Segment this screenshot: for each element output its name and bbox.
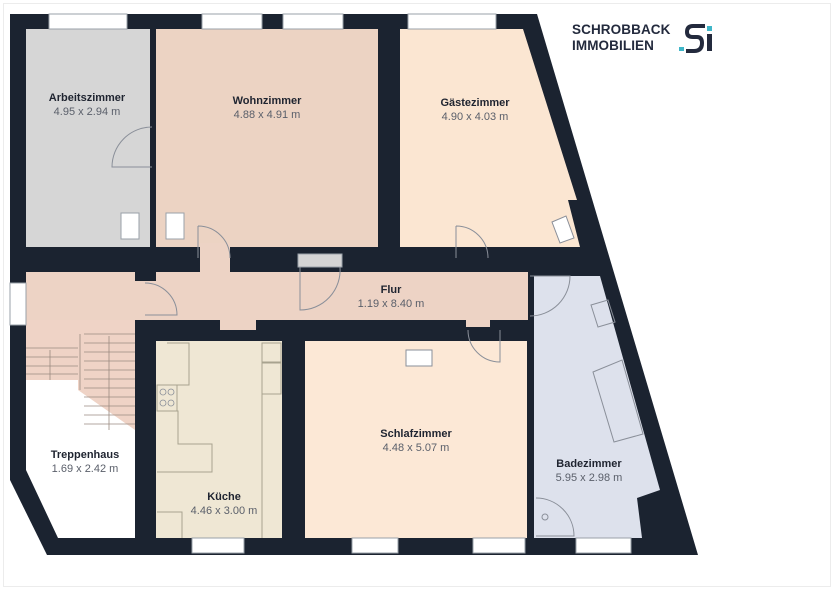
room-name: Badezimmer (556, 458, 622, 470)
room-label-gaestezimmer: Gästezimmer 4.90 x 4.03 m (440, 96, 509, 124)
room-arbeitszimmer[interactable] (26, 29, 150, 247)
room-dimensions: 4.95 x 2.94 m (53, 106, 121, 118)
room-name: Küche (207, 491, 241, 503)
room-label-badezimmer: Badezimmer 5.95 x 2.98 m (556, 457, 623, 485)
room-label-flur: Flur 1.19 x 8.40 m (358, 283, 425, 311)
room-label-wohnzimmer: Wohnzimmer 4.88 x 4.91 m (233, 94, 302, 122)
room-kueche[interactable] (156, 341, 282, 538)
room-label-kueche: Küche 4.46 x 3.00 m (191, 490, 258, 518)
room-name: Wohnzimmer (232, 95, 302, 107)
room-name: Treppenhaus (50, 449, 120, 461)
room-gaestezimmer[interactable] (400, 29, 580, 247)
room-wohnzimmer[interactable] (156, 29, 378, 247)
room-dimensions: 4.88 x 4.91 m (233, 109, 301, 121)
room-name: Arbeitszimmer (48, 92, 126, 104)
room-dimensions: 1.19 x 8.40 m (357, 298, 425, 310)
kitchen-fixtures (156, 342, 282, 538)
room-label-schlafzimmer: Schlafzimmer 4.48 x 5.07 m (380, 427, 452, 455)
room-dimensions: 1.69 x 2.42 m (51, 463, 119, 475)
brand-logo: SCHROBBACK IMMOBILIEN (572, 22, 721, 54)
room-label-treppenhaus: Treppenhaus 1.69 x 2.42 m (51, 448, 119, 476)
room-name: Flur (380, 284, 402, 296)
stairs (26, 333, 135, 430)
room-name: Schlafzimmer (380, 428, 452, 440)
room-dimensions: 4.48 x 5.07 m (382, 442, 450, 454)
page-frame (3, 3, 831, 587)
room-badezimmer[interactable] (534, 276, 660, 538)
brand-line-2: IMMOBILIEN (572, 38, 654, 53)
doors (111, 126, 575, 537)
room-name: Gästezimmer (440, 97, 510, 109)
si-logo-icon (678, 24, 712, 53)
room-flur[interactable] (26, 243, 528, 330)
brand-name: SCHROBBACK IMMOBILIEN (572, 22, 671, 54)
room-dimensions: 4.46 x 3.00 m (190, 505, 258, 517)
brand-line-1: SCHROBBACK (572, 22, 671, 37)
room-dimensions: 4.90 x 4.03 m (441, 111, 509, 123)
room-schlafzimmer[interactable] (305, 341, 527, 538)
room-treppenhaus[interactable] (26, 380, 135, 538)
windows (9, 13, 632, 554)
room-label-arbeitszimmer: Arbeitszimmer 4.95 x 2.94 m (49, 91, 125, 119)
room-dimensions: 5.95 x 2.98 m (555, 472, 623, 484)
